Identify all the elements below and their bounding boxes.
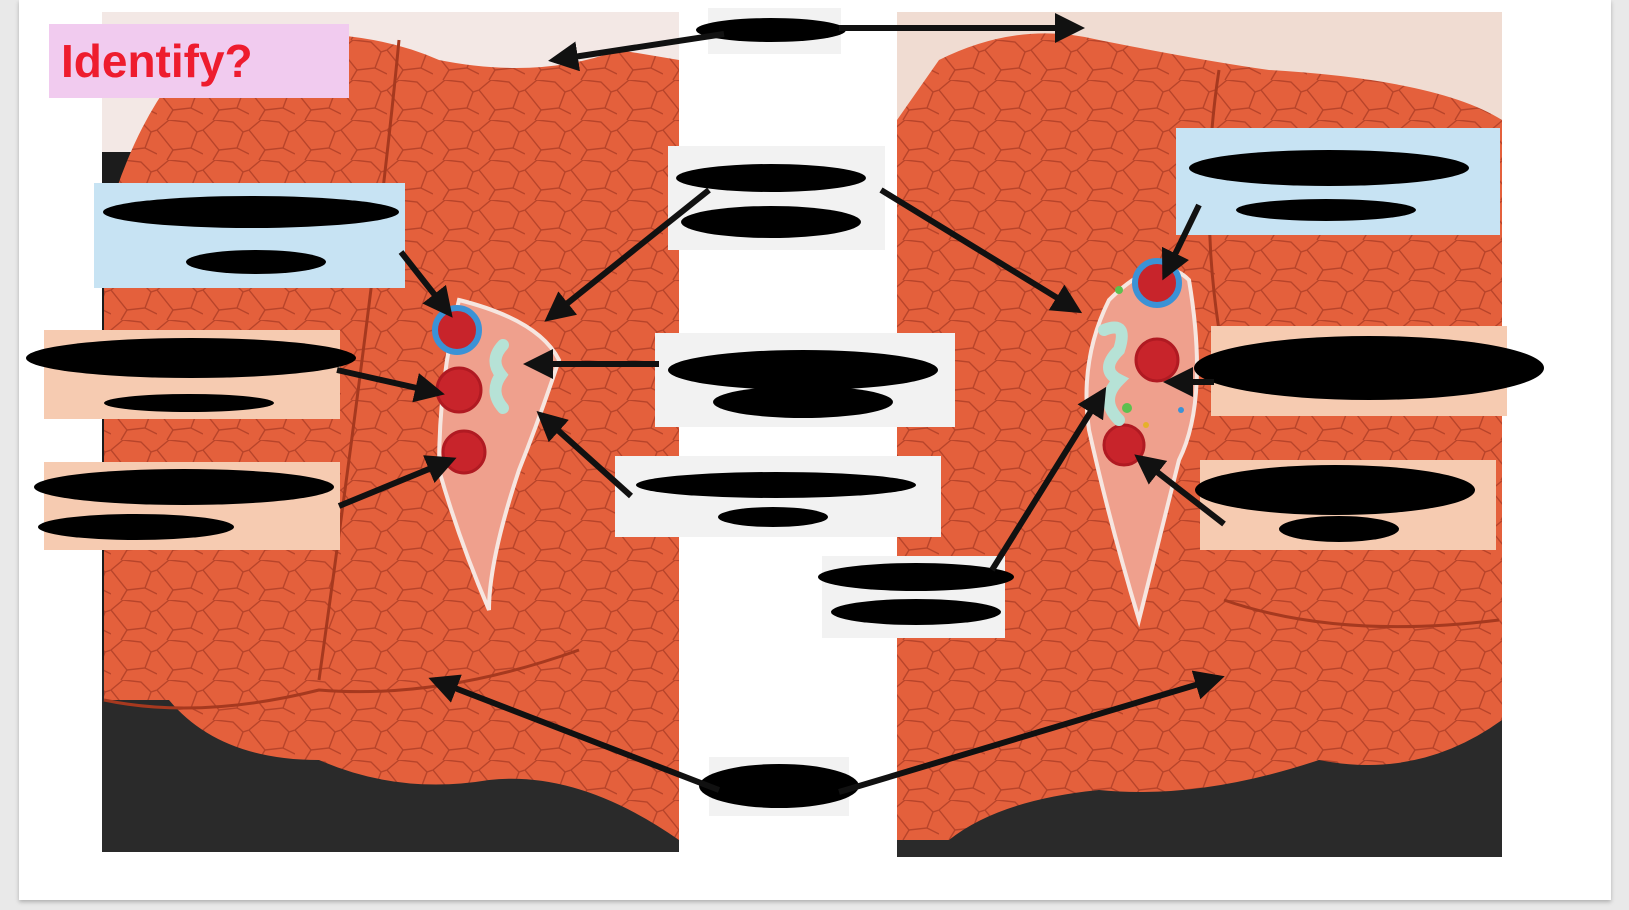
- redaction-bronchus-main-2: [713, 386, 893, 418]
- redaction-base: [699, 764, 859, 808]
- arrow-impression-left: [544, 187, 711, 322]
- title-identify: Identify?: [49, 24, 349, 98]
- redaction-left-vein-lower-1: [34, 469, 334, 505]
- redaction-right-vein-upper: [1194, 336, 1544, 400]
- redaction-impression-1: [676, 164, 866, 192]
- pointer-arrows: [336, 13, 1226, 795]
- arrow-base-right: [838, 670, 1225, 795]
- redaction-left-vein-upper-2: [104, 394, 274, 412]
- redaction-bronchus-secondary-2: [718, 507, 828, 527]
- arrow-right-vein-lower: [1134, 454, 1226, 527]
- redaction-right-vein-lower-1: [1195, 465, 1475, 515]
- arrow-base-left: [428, 674, 721, 793]
- lung-diagram: [26, 8, 1544, 857]
- arrow-left-vein-upper: [336, 367, 445, 403]
- redaction-right-bronchus-1: [818, 563, 1014, 591]
- redaction-right-artery-2: [1236, 199, 1416, 221]
- arrow-apex-left: [548, 31, 725, 72]
- redaction-left-vein-upper-1: [26, 338, 356, 378]
- arrow-right-artery: [1161, 203, 1202, 281]
- left-photo-panel: [102, 12, 679, 852]
- arrow-left-vein-lower: [337, 455, 457, 509]
- redaction-scribbles: [26, 18, 1544, 808]
- redaction-right-bronchus-2: [831, 599, 1001, 625]
- redaction-bronchus-main-1: [668, 350, 938, 390]
- redaction-impression-2: [681, 206, 861, 238]
- arrow-left-artery: [398, 250, 453, 318]
- redaction-bronchus-secondary-1: [636, 472, 916, 498]
- redaction-left-artery-1: [103, 196, 399, 228]
- redaction-left-artery-2: [186, 250, 326, 274]
- redaction-right-artery-1: [1189, 150, 1469, 186]
- arrow-impression-right: [879, 187, 1083, 314]
- redaction-right-vein-lower-2: [1279, 516, 1399, 542]
- redaction-left-vein-lower-2: [38, 514, 234, 540]
- slide: Identify?: [19, 0, 1611, 900]
- arrow-bronchus-secondary: [536, 410, 634, 499]
- redaction-apex: [696, 18, 846, 42]
- arrow-right-bronchus: [989, 386, 1107, 572]
